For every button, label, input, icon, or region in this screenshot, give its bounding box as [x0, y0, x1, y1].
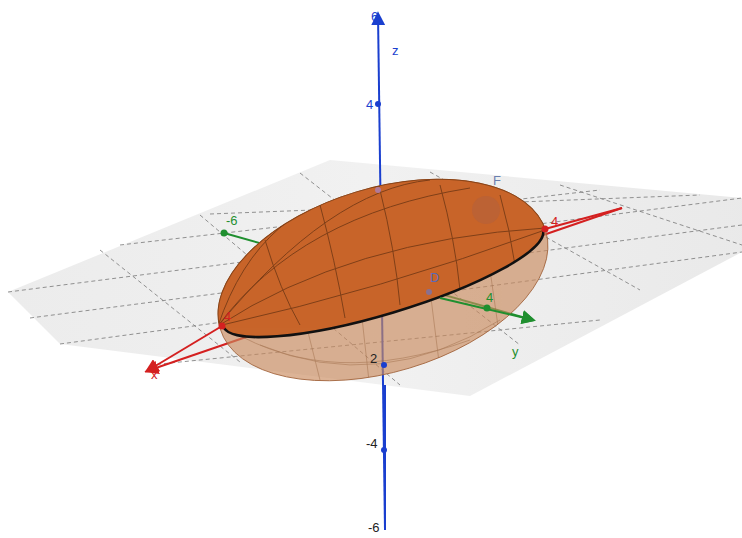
point-label: D: [430, 271, 439, 284]
x-axis-front: [545, 208, 622, 229]
axis-name: x: [151, 368, 158, 381]
axis-name: y: [512, 345, 519, 358]
axis-tick-label: 4: [366, 98, 373, 111]
axis-tick-label: 2: [370, 352, 377, 365]
ellipsoid-lower: [194, 143, 573, 417]
point-label: F: [493, 174, 501, 187]
z-axis-front: [384, 385, 386, 530]
axis-tick-label: 4: [486, 291, 493, 304]
tick-points: [219, 101, 549, 453]
axis-tick-label: -4: [366, 437, 378, 450]
ellipsoid-upper: [194, 143, 573, 417]
axis-tick-label: 4: [551, 215, 558, 228]
axis-tick-label: 4: [224, 310, 231, 323]
axis-name: z: [392, 44, 399, 57]
equator-curve: [223, 230, 553, 360]
axis-tick-label: -6: [226, 214, 238, 227]
x-axis-front: [147, 326, 222, 371]
axis-tick-label: -6: [368, 521, 380, 534]
axis-tick-label: 6: [371, 10, 378, 23]
